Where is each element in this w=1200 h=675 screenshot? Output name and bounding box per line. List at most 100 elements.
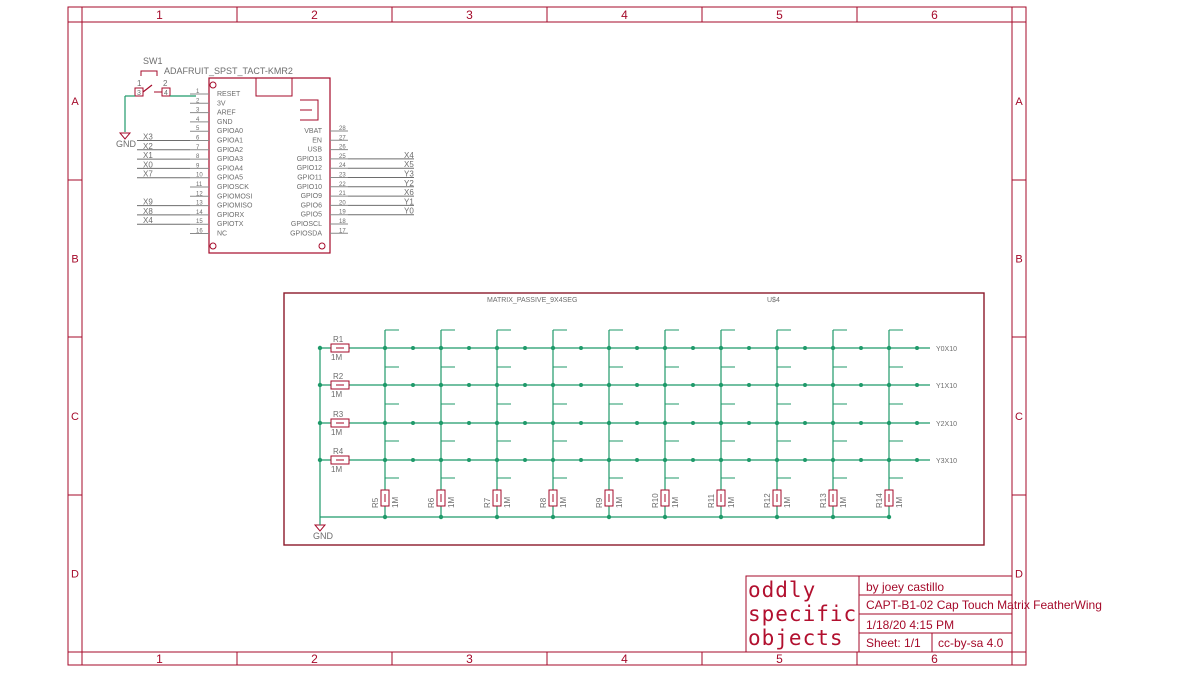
battery-connector [300,99,319,121]
ground-label: GND [116,139,137,149]
left-net-label: X3 [143,133,153,142]
left-net-label: X8 [143,207,153,216]
left-pin-number: 13 [196,201,203,207]
junction [662,457,668,463]
column-resistor-value: 1M [783,497,792,508]
sheet-number: Sheet: 1/1 [866,636,921,650]
right-pin-name: GPIO12 [297,165,322,172]
junction [317,382,323,388]
right-pin-number: 22 [339,182,346,188]
junction [411,421,415,425]
junction [662,514,668,520]
left-pin-name: GPIOA1 [217,138,243,145]
junction [859,346,863,350]
junction [579,458,583,462]
junction [606,382,612,388]
left-pin-number: 10 [196,173,203,179]
right-pin-number: 28 [339,126,346,132]
left-pin-number: 16 [196,229,203,235]
left-pin-number: 9 [196,163,200,169]
junction [886,345,892,351]
column-label-bottom: 1 [156,652,163,666]
column-resistor-value: 1M [895,497,904,508]
junction [550,345,556,351]
junction [662,345,668,351]
right-pin-number: 25 [339,154,346,160]
row-resistor-value: 1M [331,428,342,437]
junction [830,420,836,426]
left-pin-name: GPIOMOSI [217,193,252,200]
junction [718,382,724,388]
switch-blade [142,84,153,93]
junction [691,346,695,350]
row-label-left: C [71,411,79,423]
ground-symbol [118,132,132,140]
junction [915,458,919,462]
junction [523,458,527,462]
column-label-top: 2 [311,8,318,22]
junction [635,421,639,425]
author-text: by joey castillo [866,580,945,594]
junction [803,346,807,350]
left-pin-number: 5 [196,126,200,132]
junction [382,345,388,351]
junction [438,457,444,463]
junction [494,457,500,463]
left-pin-number: 4 [196,117,200,123]
junction [774,514,780,520]
row-resistor-ref: R3 [333,410,344,419]
junction [747,383,751,387]
row-net-label: Y3X10 [936,458,957,465]
left-pin-number: 7 [196,145,200,151]
left-net-label: X2 [143,142,153,151]
junction [718,420,724,426]
left-net-label: X1 [143,151,153,160]
column-label-bottom: 2 [311,652,318,666]
right-net-label: Y3 [404,170,414,179]
column-label-bottom: 5 [776,652,783,666]
right-pin-name: GPIOSCL [291,221,322,228]
left-pin-number: 15 [196,219,203,225]
junction [579,383,583,387]
left-pin-name: GPIOTX [217,221,244,228]
junction [467,346,471,350]
junction [774,420,780,426]
left-pin-name: GPIOMISO [217,203,253,210]
junction [774,345,780,351]
mounting-hole [318,242,326,250]
junction [859,383,863,387]
junction [382,514,388,520]
junction [606,420,612,426]
left-pin-name: GPIORX [217,212,245,219]
right-net-label: Y1 [404,197,414,206]
junction [915,421,919,425]
junction [438,420,444,426]
date-text: 1/18/20 4:15 PM [866,618,955,632]
right-net-label: X4 [404,151,414,160]
matrix-ref: U$4 [767,297,780,304]
column-resistor-ref: R13 [819,493,828,508]
junction [747,458,751,462]
row-resistor-ref: R2 [333,372,344,381]
junction [830,514,836,520]
junction [579,346,583,350]
logo-line: oddly [748,578,817,602]
row-label-left: D [71,569,79,581]
column-resistor-ref: R14 [875,493,884,508]
left-pin-number: 6 [196,136,200,142]
column-resistor-value: 1M [615,497,624,508]
junction [550,420,556,426]
column-label-top: 6 [931,8,938,22]
left-pin-number: 2 [196,98,200,104]
column-resistor-ref: R8 [539,497,548,508]
junction [859,421,863,425]
junction [606,345,612,351]
column-resistor-ref: R7 [483,497,492,508]
junction [550,514,556,520]
row-resistor-ref: R1 [333,335,344,344]
column-resistor-ref: R6 [427,497,436,508]
